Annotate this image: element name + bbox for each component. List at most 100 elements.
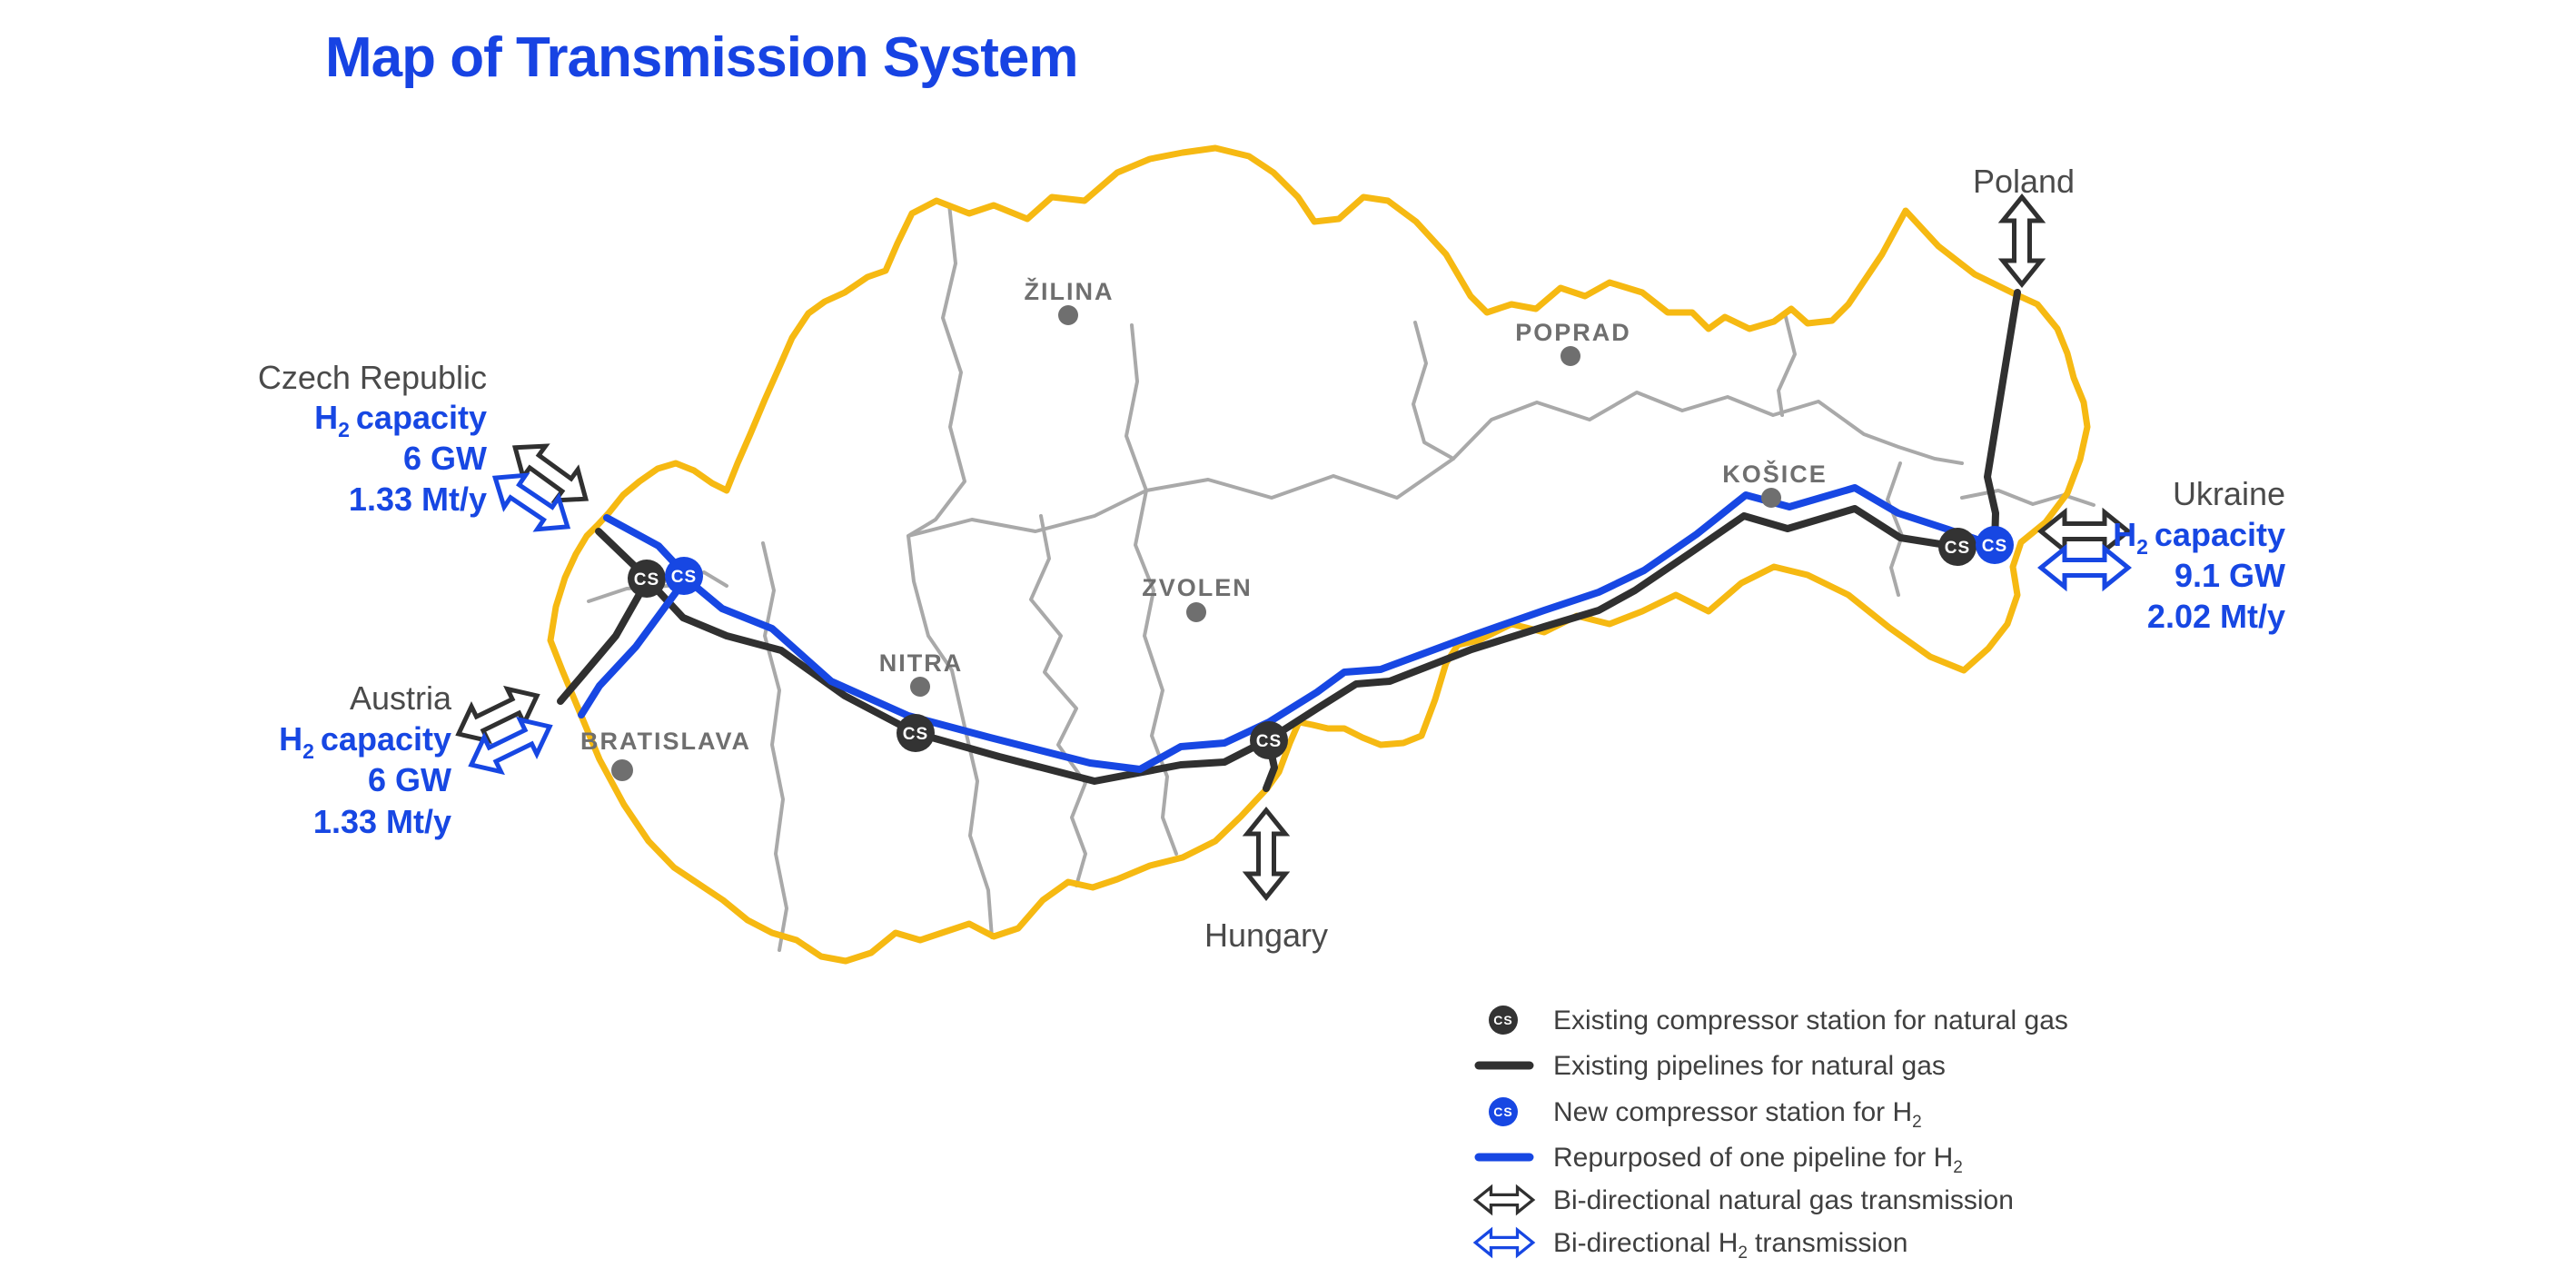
legend-label: Existing compressor station for natural …: [1553, 1006, 2068, 1035]
pipeline-gas-poland-branch: [1984, 289, 2021, 547]
region-border: [907, 391, 1964, 538]
legend-label: Bi-directional H2 transmission: [1553, 1228, 1907, 1263]
h2-subscript: 2: [338, 418, 350, 441]
cs-existing-icon: [1938, 528, 1977, 566]
bidirectional-gas-arrow-icon: [1472, 1184, 1536, 1216]
city-label-poprad: POPRAD: [1515, 319, 1631, 346]
bidirectional-gas-arrow-hungary-icon: [1242, 807, 1291, 901]
page-title: Map of Transmission System: [325, 26, 1077, 89]
legend-row-existing-cs: CS Existing compressor station for natur…: [1489, 1006, 2068, 1035]
city-dot-zvolen: [1186, 602, 1206, 622]
bidirectional-h2-arrow-icon: [1472, 1226, 1536, 1259]
legend-row-bidirectional-h2: Bi-directional H2 transmission: [1472, 1226, 1907, 1263]
cs-existing-nitra: CS: [897, 714, 935, 752]
cs-marker-label: CS: [1493, 1105, 1512, 1119]
cs-existing-east: CS: [1938, 528, 1977, 566]
region-border: [907, 203, 994, 939]
capacity-word: capacity: [356, 399, 487, 436]
h2-subscript: 2: [1738, 1243, 1748, 1263]
cs-existing-west: CS: [628, 560, 666, 598]
region-borders: [587, 203, 2095, 952]
bidirectional-h2-arrow-czech-icon: [491, 472, 571, 532]
country-label-hungary: Hungary: [1204, 916, 1328, 954]
legend-label: Repurposed of one pipeline for H2: [1553, 1143, 1963, 1177]
country-labels: Poland Hungary Czech Republic Austria Uk…: [258, 163, 2285, 954]
capacity-gw: 6 GW: [368, 761, 451, 798]
region-border: [1125, 323, 1178, 856]
city-dot-kosice: [1761, 488, 1781, 508]
h2-subscript: 2: [1912, 1113, 1922, 1132]
city-markers: ŽILINA POPRAD KOŠICE ZVOLEN NITRA BRATIS…: [580, 277, 1828, 781]
capacity-mty: 1.33 Mt/y: [349, 481, 487, 518]
region-border: [1412, 321, 1455, 461]
city-dot-zilina: [1058, 305, 1078, 325]
cs-existing-icon: [1489, 1006, 1518, 1035]
h2-subscript: 2: [2136, 535, 2148, 559]
city-label-zvolen: ZVOLEN: [1142, 574, 1253, 601]
legend-row-existing-pipeline: Existing pipelines for natural gas: [1474, 1051, 1946, 1081]
capacity-word: capacity: [321, 720, 451, 758]
legend-label-text: New compressor station for H: [1553, 1097, 1912, 1127]
bidirectional-gas-arrow-czech-icon: [511, 443, 590, 503]
bidirectional-gas-arrow-poland-icon: [1997, 193, 2046, 288]
capacity-mty: 2.02 Mt/y: [2147, 598, 2285, 635]
legend-label: Existing pipelines for natural gas: [1553, 1051, 1946, 1081]
h2-subscript: 2: [302, 739, 314, 763]
legend-label-text: Bi-directional H: [1553, 1228, 1738, 1258]
h2-symbol: H: [279, 720, 302, 758]
region-border: [587, 570, 728, 603]
legend-row-repurposed-pipeline: Repurposed of one pipeline for H2: [1474, 1143, 1963, 1177]
pipelines-natural-gas: [557, 289, 2021, 792]
cs-new-icon: [1489, 1097, 1518, 1126]
bidirectional-h2-arrow-austria-icon: [468, 716, 553, 776]
cs-marker-label: CS: [634, 570, 659, 590]
cs-existing-icon: [1250, 721, 1288, 759]
bidirectional-h2-arrow-ukraine-icon: [2037, 543, 2132, 592]
bidirectional-gas-arrow-ukraine-icon: [2037, 507, 2132, 556]
cs-marker-label: CS: [1982, 537, 2007, 556]
region-border: [761, 541, 788, 952]
city-label-kosice: KOŠICE: [1722, 460, 1828, 488]
cs-new-east: CS: [1976, 526, 2014, 564]
legend-row-new-cs: CS New compressor station for H2: [1489, 1097, 1922, 1132]
city-dot-poprad: [1560, 346, 1580, 366]
legend-label-tail: transmission: [1755, 1228, 1907, 1258]
capacity-austria: H2 capacity 6 GW 1.33 Mt/y: [279, 720, 451, 840]
city-label-nitra: NITRA: [879, 649, 964, 677]
cs-marker-label: CS: [671, 568, 697, 587]
pipeline-gas-austria-branch: [557, 578, 650, 705]
legend-row-bidirectional-gas: Bi-directional natural gas transmission: [1472, 1184, 2014, 1216]
region-border: [1029, 514, 1087, 887]
region-border: [1777, 312, 1797, 417]
cs-marker-label: CS: [903, 725, 928, 744]
cs-existing-icon: [897, 714, 935, 752]
city-label-bratislava: BRATISLAVA: [580, 728, 751, 755]
city-dot-nitra: [910, 677, 930, 697]
legend-label: Bi-directional natural gas transmission: [1553, 1185, 2014, 1215]
cs-marker-label: CS: [1493, 1013, 1512, 1027]
capacity-mty: 1.33 Mt/y: [313, 803, 451, 840]
flow-arrows: [455, 193, 2132, 901]
cs-marker-label: CS: [1945, 539, 1970, 558]
legend: CS Existing compressor station for natur…: [1472, 1006, 2068, 1263]
region-border: [1960, 489, 2095, 507]
country-label-poland: Poland: [1973, 163, 2075, 200]
cs-marker-label: CS: [1256, 732, 1282, 751]
legend-label: New compressor station for H2: [1553, 1097, 1922, 1132]
cs-existing-south: CS: [1250, 721, 1288, 759]
capacity-gw: 9.1 GW: [2175, 557, 2285, 594]
cs-new-icon: [665, 557, 703, 595]
country-border: [547, 144, 2091, 965]
country-label-czech: Czech Republic: [258, 359, 487, 396]
cs-new-icon: [1976, 526, 2014, 564]
capacity-gw: 6 GW: [403, 440, 487, 477]
h2-subscript: 2: [1953, 1158, 1963, 1177]
pipeline-h2-austria-branch: [578, 578, 688, 718]
capacity-line: H2 capacity: [279, 720, 451, 763]
